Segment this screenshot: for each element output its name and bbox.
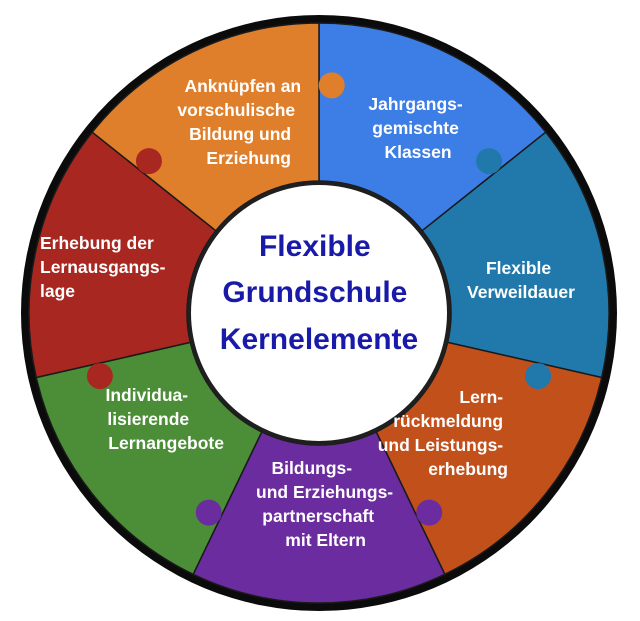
- label-line: mit Eltern: [285, 530, 366, 550]
- label-anknuepfen-vorschulische-bildung: Anknüpfen an vorschulische Bildung und E…: [177, 76, 306, 168]
- label-individualisierende-lernangebote: Individua- lisierende Lernangebote: [105, 385, 224, 453]
- puzzle-knob: [525, 363, 552, 390]
- center-title: Flexible Grundschule Kernelemente: [220, 230, 418, 356]
- label-flexible-verweildauer: Flexible Verweildauer: [467, 258, 575, 302]
- puzzle-knob: [135, 148, 162, 175]
- center-title-line-2: Grundschule: [222, 276, 407, 309]
- label-line: Bildung und: [189, 124, 291, 144]
- label-line: Flexible: [486, 258, 551, 278]
- label-line: Lernangebote: [108, 433, 224, 453]
- center-title-line-3: Kernelemente: [220, 323, 418, 356]
- label-line: Bildungs-: [271, 458, 352, 478]
- label-line: Erhebung der: [40, 233, 154, 253]
- center-disc: [191, 185, 447, 441]
- label-line: Anknüpfen an: [184, 76, 301, 96]
- center-title-line-1: Flexible: [259, 230, 371, 263]
- label-line: lisierende: [107, 409, 189, 429]
- label-jahrgangsgemischte-klassen: Jahrgangs- gemischte Klassen: [368, 94, 467, 162]
- puzzle-knob: [195, 499, 222, 526]
- puzzle-knob: [416, 499, 443, 526]
- puzzle-knob: [318, 72, 345, 99]
- puzzle-knob: [86, 363, 113, 390]
- label-line: Lern-: [459, 387, 503, 407]
- label-line: lage: [40, 281, 75, 301]
- puzzle-knobs: [86, 72, 552, 526]
- label-line: Individua-: [105, 385, 188, 405]
- puzzle-knob: [476, 148, 503, 175]
- label-line: Lernausgangs-: [40, 257, 166, 277]
- label-line: rückmeldung: [393, 411, 503, 431]
- label-line: gemischte: [372, 118, 459, 138]
- label-line: Jahrgangs-: [368, 94, 462, 114]
- label-erhebung-lernausgangslage: Erhebung der Lernausgangs- lage: [40, 233, 170, 301]
- label-bildungspartnerschaft: Bildungs- und Erziehungs- partnerschaft …: [256, 458, 398, 550]
- label-line: und Leistungs-: [378, 435, 504, 455]
- label-lernrueckmeldung: Lern- rückmeldung und Leistungs- erhebun…: [378, 387, 508, 479]
- label-line: Verweildauer: [467, 282, 575, 302]
- label-line: Klassen: [384, 142, 451, 162]
- label-line: erhebung: [428, 459, 508, 479]
- label-line: Erziehung: [206, 148, 291, 168]
- label-line: vorschulische: [177, 100, 295, 120]
- label-line: partnerschaft: [262, 506, 374, 526]
- label-line: und Erziehungs-: [256, 482, 393, 502]
